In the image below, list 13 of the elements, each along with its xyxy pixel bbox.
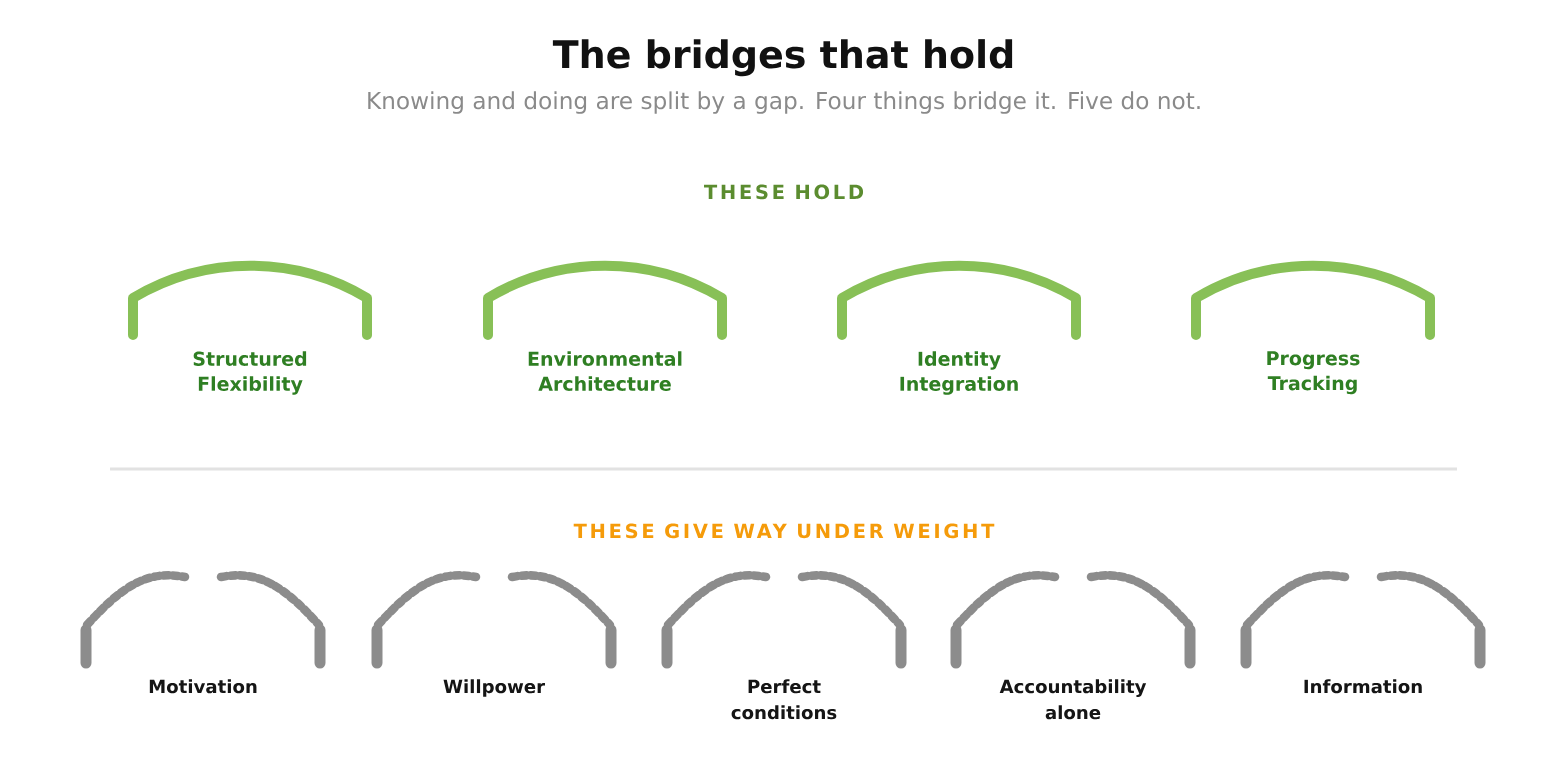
- title: The bridges that hold: [552, 39, 1013, 77]
- broken-bridge: Information: [1240, 571, 1486, 694]
- bridge: Identity Integration: [837, 260, 1081, 395]
- bridge: Environmental Architecture: [483, 260, 727, 391]
- section-heading: THESE HOLD: [704, 184, 864, 200]
- broken-bridge: Willpower: [371, 571, 617, 697]
- section-heading: THESE GIVE WAY UNDER WEIGHT: [573, 523, 995, 539]
- bridge: Structured Flexibility: [128, 260, 372, 395]
- bridge: Progress Tracking: [1191, 260, 1435, 395]
- subtitle: Knowing and doing are split by a gap. Four things bridge it. Five do not.: [368, 91, 1200, 114]
- broken-bridge: Motivation: [80, 571, 326, 694]
- broken-bridge: Accountability alone: [950, 571, 1196, 720]
- broken-bridge: Perfect conditions: [661, 571, 907, 720]
